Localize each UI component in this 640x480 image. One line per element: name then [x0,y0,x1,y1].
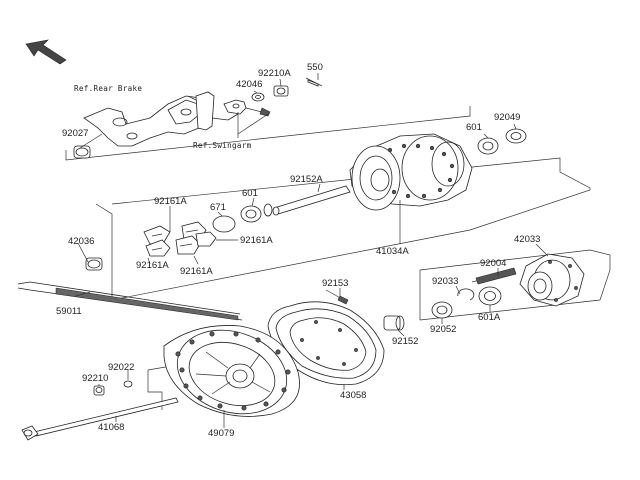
assembly-frames [65,106,611,410]
label-92049: 92049 [494,112,520,123]
axle-nut-hardware [93,380,133,396]
label-550: 550 [307,62,323,73]
label-92161a-1: 92161A [154,196,187,207]
label-59011: 59011 [56,306,82,317]
label-41068: 41068 [98,422,124,433]
drive-chain [17,281,243,321]
bearing-and-oring [212,203,273,233]
part-labels: 550 92210A 42046 Ref.Rear Brake 92027 Re… [56,62,540,439]
sprocket-coupling [471,253,585,307]
rear-wheel [163,325,300,417]
label-671: 671 [210,202,226,213]
label-92210: 92210 [82,373,108,384]
front-arrow-icon [25,39,67,65]
label-42033: 42033 [514,234,540,245]
label-601-mid: 601 [242,188,258,199]
label-92161a-4: 92161A [180,266,213,277]
rear-hub [349,128,527,211]
label-ref-rear-brake: Ref.Rear Brake [74,84,142,93]
leader-lines [75,73,549,428]
hub-dampers [143,221,217,257]
collar-42036 [85,257,103,271]
label-92153: 92153 [322,278,348,289]
stud-92153 [325,289,349,305]
label-49079: 49079 [208,428,234,439]
spacer-tube [272,185,351,216]
rear-sprocket [267,301,385,386]
label-601a: 601A [478,312,501,323]
rear-axle [21,397,179,441]
label-ref-swingarm: Ref.Swingarm [193,141,252,150]
label-43058: 43058 [340,390,366,401]
label-92033: 92033 [432,276,458,287]
coupling-bearing-set [383,286,502,331]
label-92210a: 92210A [258,68,291,79]
label-42046: 42046 [236,79,262,90]
label-92152: 92152 [392,336,418,347]
label-41034a: 41034A [376,246,409,257]
rear-brake-bracket [83,91,271,147]
label-92052: 92052 [430,324,456,335]
label-92161a-2: 92161A [240,235,273,246]
label-601-top: 601 [466,122,482,133]
top-hardware [73,77,323,159]
label-92161a-3: 92161A [136,260,169,271]
label-92027: 92027 [62,128,88,139]
label-92152a: 92152A [290,174,323,185]
label-92022: 92022 [108,362,134,373]
label-92004: 92004 [480,258,506,269]
label-42036: 42036 [68,236,94,247]
